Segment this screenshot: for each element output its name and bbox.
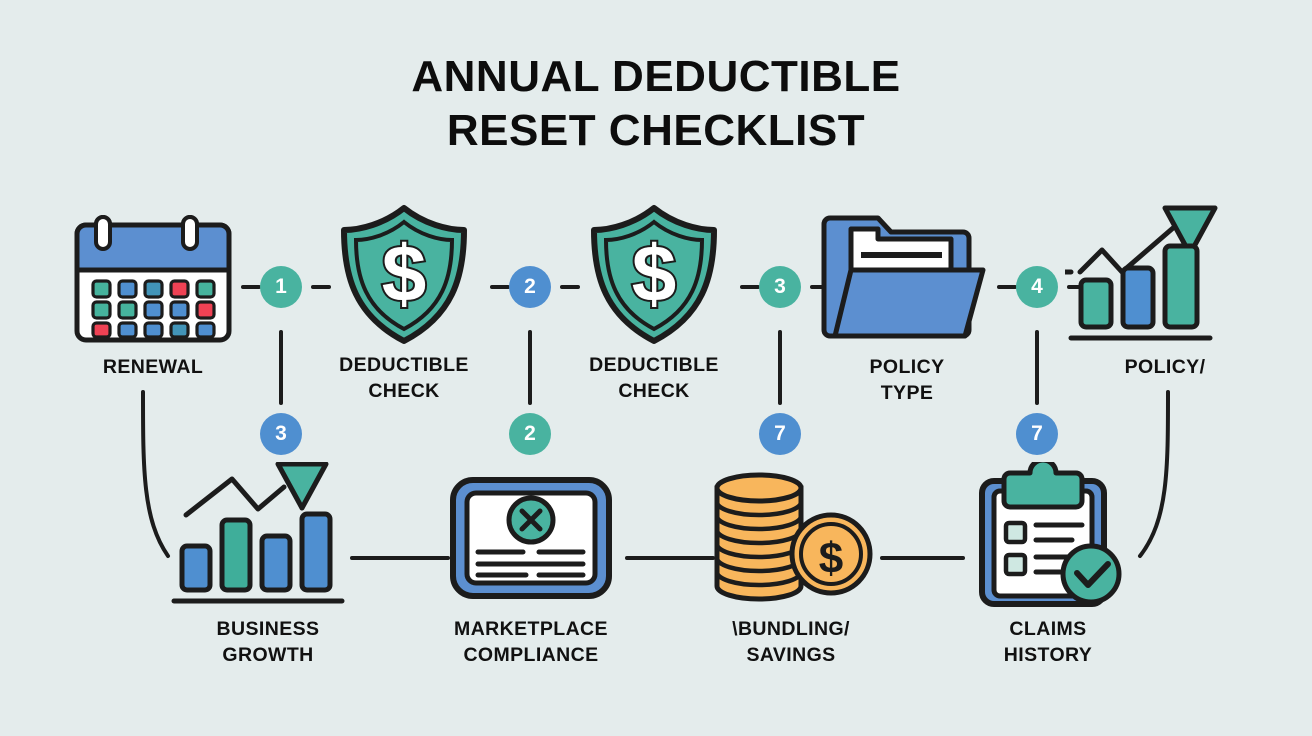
label-line-2: COMPLIANCE [463,644,599,667]
label-line-1: DEDUCTIBLE [339,354,469,376]
vertical-connector [778,330,782,405]
badge-number: 2 [524,275,536,298]
shield-dollar-icon: $ [304,198,504,348]
badge-number: 3 [774,275,786,298]
vertical-connector [279,330,283,405]
svg-text:$: $ [382,229,427,318]
connector-line [880,556,965,560]
calendar-icon [53,200,253,350]
node-label: DEDUCTIBLE CHECK [304,352,504,405]
label-line-2: SAVINGS [746,644,836,667]
step-badge-top-4: 4 [1016,266,1058,308]
connector-dash [810,285,830,289]
label-line-1: RENEWAL [102,356,204,378]
node-label: CLAIMS HISTORY [948,616,1148,669]
node-label: DEDUCTIBLE CHECK [554,352,754,405]
step-badge-top-3: 3 [759,266,801,308]
badge-number: 3 [275,422,287,445]
connector-dash [560,285,580,289]
step-badge-mid-2: 2 [509,413,551,455]
node-label: POLICY/ [1065,354,1265,380]
title-line-2: RESET CHECKLIST [446,105,866,155]
badge-number: 7 [1031,422,1043,445]
node-renewal[interactable]: RENEWAL [53,200,253,380]
svg-text:$: $ [819,534,843,583]
clipboard-check-icon [948,457,1148,612]
vertical-connector [1035,330,1039,405]
node-claims-history[interactable]: CLAIMS HISTORY [948,457,1148,669]
folder-icon [807,200,1007,350]
connector-dash [740,285,760,289]
bar-chart-arrow-icon [168,461,368,612]
label-line-1: BUSINESS [216,618,320,640]
connector-dash [1067,285,1087,289]
badge-number: 4 [1031,275,1043,298]
step-badge-top-2: 2 [509,266,551,308]
badge-number: 1 [275,275,287,298]
label-line-1: CLAIMS [1009,618,1087,640]
step-badge-mid-1: 3 [260,413,302,455]
title-line-1: ANNUAL DEDUCTIBLE [411,52,901,101]
connector-dash [490,285,510,289]
connector-dash [311,285,331,289]
node-policy-type[interactable]: POLICY TYPE [807,200,1007,407]
badge-number: 2 [524,422,536,445]
node-label: MARKETPLACE COMPLIANCE [431,616,631,669]
node-marketplace-compliance[interactable]: MARKETPLACE COMPLIANCE [431,462,631,669]
shield-dollar-icon: $ [554,198,754,348]
coin-stack-icon: $ [691,462,891,612]
node-label: BUSINESS GROWTH [168,616,368,669]
growth-chart-icon [1054,200,1265,350]
node-deductible-check-1[interactable]: $ DEDUCTIBLE CHECK [304,198,504,405]
node-bundling-savings[interactable]: $ \BUNDLING/ SAVINGS [691,462,891,669]
label-line-1: MARKETPLACE [454,618,608,640]
connector-line [350,556,450,560]
node-deductible-check-2[interactable]: $ DEDUCTIBLE CHECK [554,198,754,405]
svg-text:$: $ [632,229,677,318]
page-title: ANNUAL DEDUCTIBLE RESET CHECKLIST [0,50,1312,157]
label-line-1: \BUNDLING/ [732,618,850,640]
step-badge-mid-4: 7 [1016,413,1058,455]
node-label: RENEWAL [53,354,253,380]
label-line-1: POLICY [869,356,945,378]
vertical-connector [528,330,532,405]
node-label: POLICY TYPE [807,354,1007,407]
connector-dash [241,285,261,289]
connector-dash [997,285,1017,289]
label-line-2: GROWTH [222,644,314,667]
step-badge-top-1: 1 [260,266,302,308]
label-line-2: CHECK [368,380,440,403]
node-policy-growth[interactable]: POLICY/ [1054,200,1265,380]
label-line-1: DEDUCTIBLE [589,354,719,376]
node-label: \BUNDLING/ SAVINGS [691,616,891,669]
label-line-2: TYPE [880,382,934,405]
document-x-icon [431,462,631,612]
label-line-2: CHECK [618,380,690,403]
label-line-2: HISTORY [1003,644,1093,667]
step-badge-mid-3: 7 [759,413,801,455]
node-business-growth[interactable]: BUSINESS GROWTH [168,461,368,669]
connector-line [625,556,715,560]
label-line-1: POLICY/ [1124,356,1206,378]
badge-number: 7 [774,422,786,445]
